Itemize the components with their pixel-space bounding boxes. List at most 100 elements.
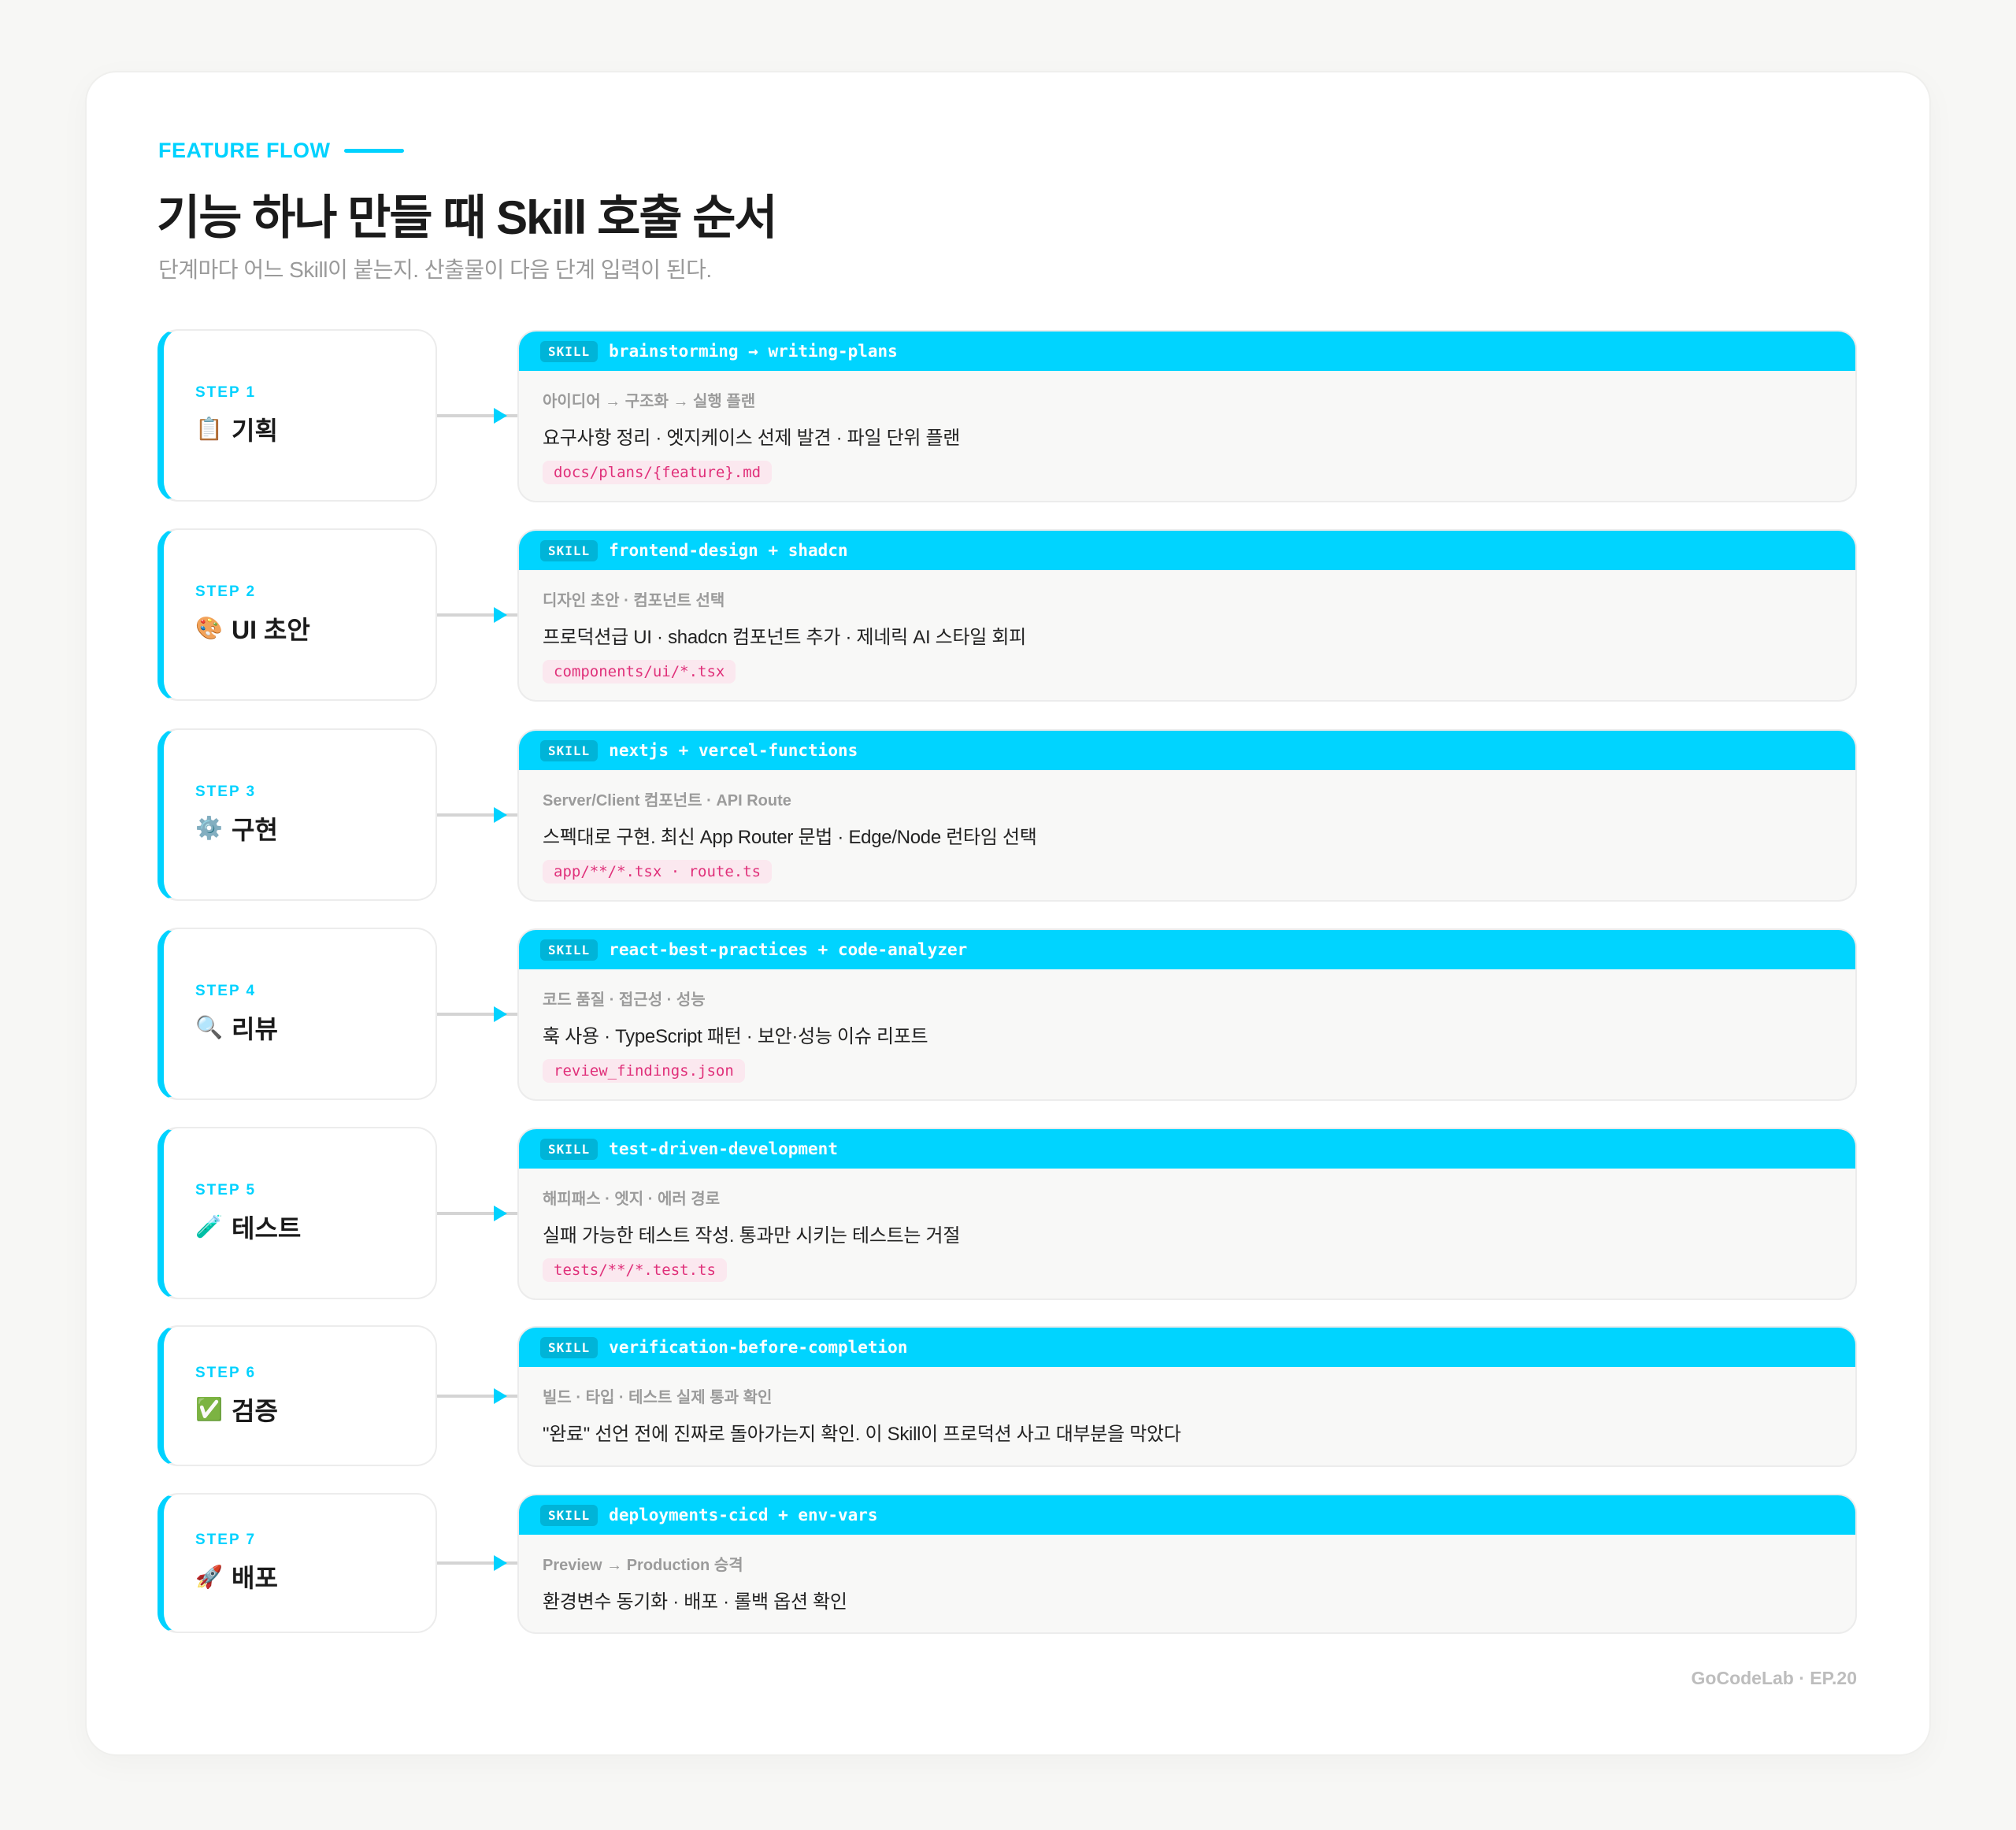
skill-badge: SKILL	[540, 539, 598, 561]
skill-description: 환경변수 동기화 · 배포 · 롤백 옵션 확인	[543, 1591, 847, 1613]
skill-description: 프로덕션급 UI · shadcn 컴포넌트 추가 · 제네릭 AI 스타일 회…	[543, 627, 1026, 648]
skill-card: SKILL nextjs + vercel-functions Server/C…	[517, 729, 1857, 902]
skill-header: SKILL deployments-cicd + env-vars	[519, 1495, 1855, 1535]
step-number: STEP 4	[195, 982, 257, 999]
skill-header: SKILL verification-before-completion	[519, 1328, 1855, 1367]
step-card: STEP 1 📋 기획	[158, 329, 437, 502]
check-mark-icon: ✅	[195, 1396, 223, 1422]
skill-badge: SKILL	[540, 1504, 598, 1526]
step-title: 리뷰	[232, 1014, 278, 1043]
skill-card: SKILL deployments-cicd + env-vars Previe…	[517, 1494, 1857, 1634]
eyebrow-label: FEATURE FLOW	[158, 139, 331, 162]
flow-row: STEP 4 🔍 리뷰 SKILL react-best-practices +…	[0, 928, 2016, 1101]
step-card: STEP 2 🎨 UI 초안	[158, 528, 437, 701]
footer-credit: GoCodeLab · EP.20	[1691, 1668, 1857, 1688]
skill-summary: 빌드 · 타입 · 테스트 실제 통과 확인	[543, 1389, 773, 1406]
skill-name: test-driven-development	[609, 1139, 838, 1158]
rocket-icon: 🚀	[195, 1563, 223, 1590]
step-title: 테스트	[232, 1213, 302, 1243]
magnifier-icon: 🔍	[195, 1014, 223, 1040]
flow-row: STEP 3 ⚙️ 구현 SKILL nextjs + vercel-funct…	[0, 728, 2016, 902]
step-number: STEP 3	[195, 783, 257, 800]
skill-header: SKILL brainstorming → writing-plans	[519, 332, 1855, 371]
eyebrow: FEATURE FLOW	[158, 139, 405, 163]
step-number: STEP 2	[195, 583, 257, 600]
skill-header: SKILL nextjs + vercel-functions	[519, 731, 1855, 770]
skill-badge: SKILL	[540, 1138, 598, 1160]
flow-row: STEP 5 🧪 테스트 SKILL test-driven-developme…	[0, 1127, 2016, 1300]
output-file-tag: tests/**/*.test.ts	[543, 1258, 727, 1282]
skill-card: SKILL verification-before-completion 빌드 …	[517, 1326, 1857, 1467]
step-title: 검증	[232, 1396, 278, 1425]
arrow-right-icon	[494, 1555, 507, 1571]
clipboard-icon: 📋	[195, 416, 223, 442]
skill-badge: SKILL	[540, 939, 598, 961]
connector-arrow	[437, 408, 517, 424]
skill-name: react-best-practices + code-analyzer	[609, 940, 968, 959]
step-number: STEP 1	[195, 383, 257, 401]
skill-card: SKILL brainstorming → writing-plans 아이디어…	[517, 330, 1857, 502]
arrow-right-icon	[494, 408, 507, 424]
arrow-right-icon	[494, 1206, 507, 1221]
connector-arrow	[437, 1206, 517, 1221]
step-card: STEP 7 🚀 배포	[158, 1493, 437, 1633]
skill-name: nextjs + vercel-functions	[609, 741, 858, 760]
skill-summary: Server/Client 컴포넌트 · API Route	[543, 792, 791, 809]
skill-description: 요구사항 정리 · 엣지케이스 선제 발견 · 파일 단위 플랜	[543, 428, 961, 449]
connector-arrow	[437, 1555, 517, 1571]
skill-summary: 해피패스 · 엣지 · 에러 경로	[543, 1191, 721, 1208]
connector-arrow	[437, 1388, 517, 1404]
skill-badge: SKILL	[540, 1336, 598, 1358]
output-file-tag: app/**/*.tsx · route.ts	[543, 860, 773, 884]
connector-arrow	[437, 807, 517, 823]
flow-row: STEP 7 🚀 배포 SKILL deployments-cicd + env…	[0, 1493, 2016, 1634]
step-title: 배포	[232, 1564, 278, 1592]
skill-summary: 아이디어 → 구조화 → 실행 플랜	[543, 393, 756, 410]
connector-arrow	[437, 1006, 517, 1022]
step-number: STEP 5	[195, 1181, 257, 1198]
skill-badge: SKILL	[540, 340, 598, 362]
test-tube-icon: 🧪	[195, 1213, 223, 1239]
step-card: STEP 4 🔍 리뷰	[158, 928, 437, 1100]
flow-row: STEP 6 ✅ 검증 SKILL verification-before-co…	[0, 1325, 2016, 1467]
skill-card: SKILL test-driven-development 해피패스 · 엣지 …	[517, 1128, 1857, 1300]
output-file-tag: docs/plans/{feature}.md	[543, 461, 773, 484]
skill-header: SKILL frontend-design + shadcn	[519, 531, 1855, 570]
skill-summary: 디자인 초안 · 컴포넌트 선택	[543, 592, 725, 609]
skill-badge: SKILL	[540, 739, 598, 761]
skill-description: 실패 가능한 테스트 작성. 통과만 시키는 테스트는 거절	[543, 1225, 961, 1247]
output-file-tag: components/ui/*.tsx	[543, 660, 736, 683]
step-title: 구현	[232, 815, 278, 844]
flow-row: STEP 1 📋 기획 SKILL brainstorming → writin…	[0, 329, 2016, 502]
eyebrow-divider	[344, 149, 405, 153]
skill-card: SKILL frontend-design + shadcn 디자인 초안 · …	[517, 529, 1857, 702]
skill-description: 훅 사용 · TypeScript 패턴 · 보안·성능 이슈 리포트	[543, 1026, 928, 1047]
skill-header: SKILL test-driven-development	[519, 1129, 1855, 1169]
skill-description: 스펙대로 구현. 최신 App Router 문법 · Edge/Node 런타…	[543, 827, 1037, 848]
arrow-right-icon	[494, 807, 507, 823]
gear-icon: ⚙️	[195, 815, 223, 841]
step-card: STEP 6 ✅ 검증	[158, 1325, 437, 1466]
step-card: STEP 5 🧪 테스트	[158, 1127, 437, 1299]
connector-arrow	[437, 607, 517, 623]
arrow-right-icon	[494, 1006, 507, 1022]
skill-name: verification-before-completion	[609, 1338, 908, 1357]
skill-name: frontend-design + shadcn	[609, 541, 848, 560]
palette-icon: 🎨	[195, 615, 223, 641]
page-title: 기능 하나 만들 때 Skill 호출 순서	[157, 191, 778, 244]
step-number: STEP 7	[195, 1532, 257, 1548]
skill-header: SKILL react-best-practices + code-analyz…	[519, 930, 1855, 969]
flow-row: STEP 2 🎨 UI 초안 SKILL frontend-design + s…	[0, 528, 2016, 702]
skill-name: deployments-cicd + env-vars	[609, 1506, 878, 1524]
skill-summary: 코드 품질 · 접근성 · 성능	[543, 991, 706, 1009]
skill-name: brainstorming → writing-plans	[609, 342, 898, 361]
step-title: 기획	[232, 416, 278, 445]
skill-description: "완료" 선언 전에 진짜로 돌아가는지 확인. 이 Skill이 프로덕션 사…	[543, 1424, 1181, 1445]
step-number: STEP 6	[195, 1364, 257, 1381]
step-title: UI 초안	[232, 615, 310, 644]
skill-card: SKILL react-best-practices + code-analyz…	[517, 928, 1857, 1101]
arrow-right-icon	[494, 607, 507, 623]
page-subtitle: 단계마다 어느 Skill이 붙는지. 산출물이 다음 단계 입력이 된다.	[158, 257, 712, 282]
step-card: STEP 3 ⚙️ 구현	[158, 728, 437, 901]
output-file-tag: review_findings.json	[543, 1059, 745, 1083]
